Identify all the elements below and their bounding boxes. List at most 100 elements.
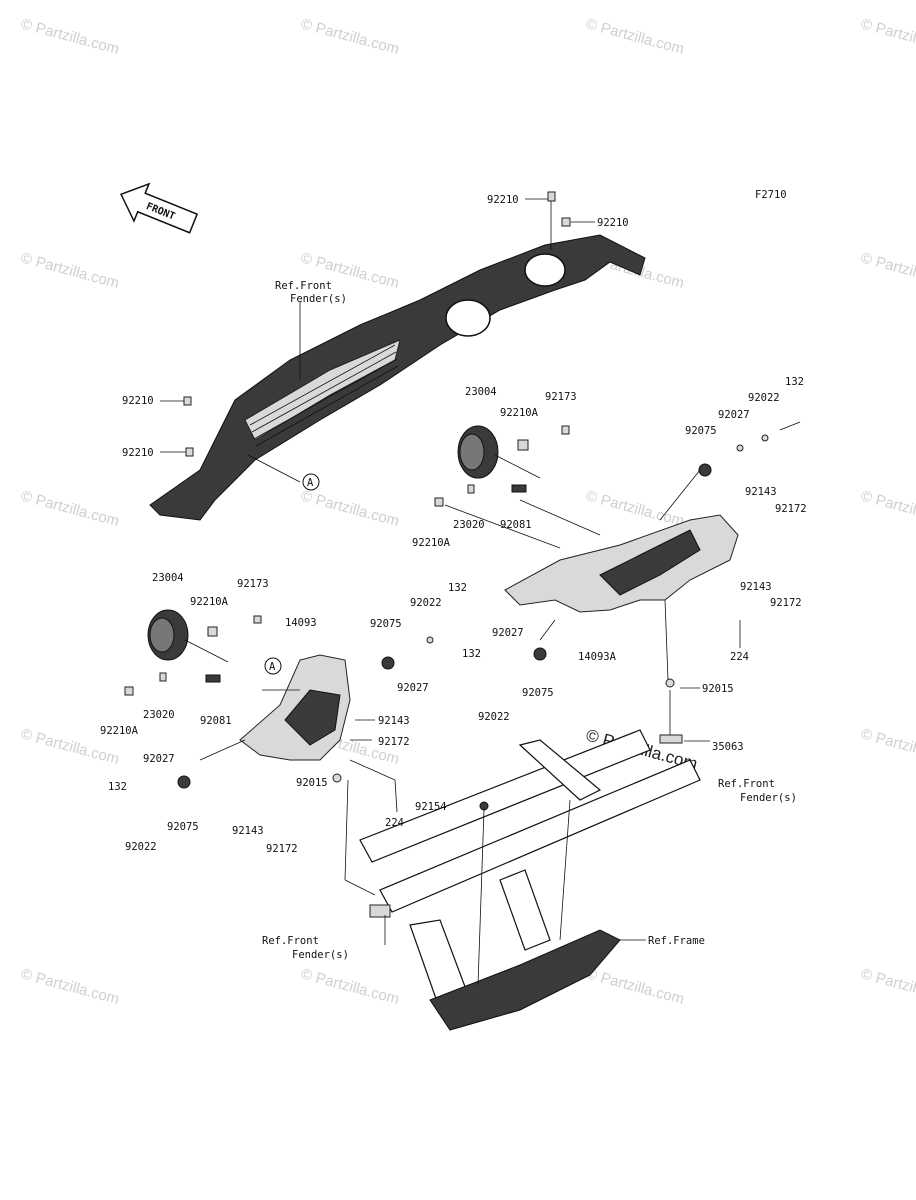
part-number: 92027 [492, 627, 524, 639]
clip [185, 447, 194, 457]
part-number: 92027 [143, 753, 175, 765]
bushing [533, 647, 547, 661]
bushing [177, 775, 191, 789]
watermark: © Partzilla.com [859, 15, 916, 58]
headlight-opening [445, 299, 491, 337]
part-number: 92143 [740, 581, 772, 593]
part-number: 132 [108, 781, 127, 793]
part-number: 92210A [100, 725, 139, 737]
clip [159, 672, 167, 682]
part-number: 92210 [597, 217, 629, 229]
watermark: © Partzilla.com [19, 249, 121, 292]
part-number: 23004 [465, 386, 497, 398]
callout-a-top: A [302, 473, 320, 491]
watermark: © Partzilla.com [859, 725, 916, 768]
part-number: 92075 [370, 618, 402, 630]
part-number: 92143 [378, 715, 410, 727]
part-number: 92075 [685, 425, 717, 437]
ref-label: Fender(s) [290, 293, 347, 305]
watermark: © Partzilla.com [859, 965, 916, 1008]
part-number: 92081 [500, 519, 532, 531]
part-number: 224 [730, 651, 749, 663]
part-number: 132 [785, 376, 804, 388]
part-number: 92143 [745, 486, 777, 498]
clip [561, 217, 571, 227]
watermark: © Partzilla.com [584, 15, 686, 58]
part-number: 92075 [167, 821, 199, 833]
watermark: © Partzilla.com [299, 15, 401, 58]
watermark: © Partzilla.com [19, 15, 121, 58]
frame-bracket [369, 904, 391, 918]
part-number: 92027 [718, 409, 750, 421]
ref-label: Ref.Frame [648, 935, 705, 947]
part-number: 14093 [285, 617, 317, 629]
watermark: © Partzilla.com [299, 965, 401, 1008]
part-number: 224 [385, 817, 404, 829]
headlight-right [434, 425, 570, 507]
part-number: 92143 [232, 825, 264, 837]
clip [434, 497, 444, 507]
part-number: 92027 [397, 682, 429, 694]
part-number: 14093A [578, 651, 617, 663]
ref-label: Ref.Front [275, 280, 332, 292]
clip [124, 686, 134, 696]
bushing [698, 463, 712, 477]
part-number: 92210A [500, 407, 539, 419]
watermark: © Partzilla.com [584, 487, 686, 530]
part-number: 92022 [748, 392, 780, 404]
watermark: © Partzilla.com [19, 487, 121, 530]
part-number: 92015 [702, 683, 734, 695]
part-labels: 92210 92210 92210 92210 23004 92210A 921… [100, 194, 807, 855]
callout-letter: A [269, 661, 276, 673]
bolt [479, 801, 489, 811]
ref-label: Fender(s) [740, 792, 797, 804]
headlight-left [124, 609, 262, 696]
part-number: 92210 [122, 447, 154, 459]
callout-letter: A [307, 477, 314, 489]
adjuster-spring [205, 674, 221, 683]
part-number: 92172 [775, 503, 807, 515]
part-number: 92022 [410, 597, 442, 609]
grommet [665, 678, 675, 688]
watermark: © Partzilla.com [859, 249, 916, 292]
clip [183, 396, 192, 406]
frame [332, 678, 701, 1031]
part-number: 92210A [412, 537, 451, 549]
part-number: 23020 [143, 709, 175, 721]
part-number: 132 [462, 648, 481, 660]
watermark: © Partzilla.com [299, 487, 401, 530]
part-number: 92075 [522, 687, 554, 699]
clip [547, 191, 556, 202]
clip [517, 439, 529, 451]
bracket-left [177, 636, 547, 789]
part-number: 23004 [152, 572, 184, 584]
adjuster-spring [511, 484, 527, 493]
ref-label: Fender(s) [292, 949, 349, 961]
front-arrow: FRONT [120, 182, 199, 234]
bushing [381, 656, 395, 670]
clip [253, 615, 262, 624]
part-number: 92210 [487, 194, 519, 206]
ref-label: Ref.Front [262, 935, 319, 947]
clip [207, 626, 218, 637]
ref-label: Ref.Front [718, 778, 775, 790]
part-number: 92172 [266, 843, 298, 855]
part-number: 92173 [237, 578, 269, 590]
part-number: 92022 [125, 841, 157, 853]
watermark: © Partzilla.com [584, 965, 686, 1008]
collar [736, 444, 744, 452]
part-number: 92173 [545, 391, 577, 403]
part-number: 92210A [190, 596, 229, 608]
part-number: 35063 [712, 741, 744, 753]
figure-id: F2710 [755, 189, 787, 201]
part-number: 92154 [415, 801, 447, 813]
part-number: 132 [448, 582, 467, 594]
watermark: © Partzilla.com [859, 487, 916, 530]
front-fender-cover [149, 234, 646, 521]
watermark: © Partzilla.com [19, 965, 121, 1008]
part-number: 92022 [478, 711, 510, 723]
clip [561, 425, 570, 435]
grille [249, 344, 399, 447]
washer [761, 434, 769, 442]
part-number: 92015 [296, 777, 328, 789]
